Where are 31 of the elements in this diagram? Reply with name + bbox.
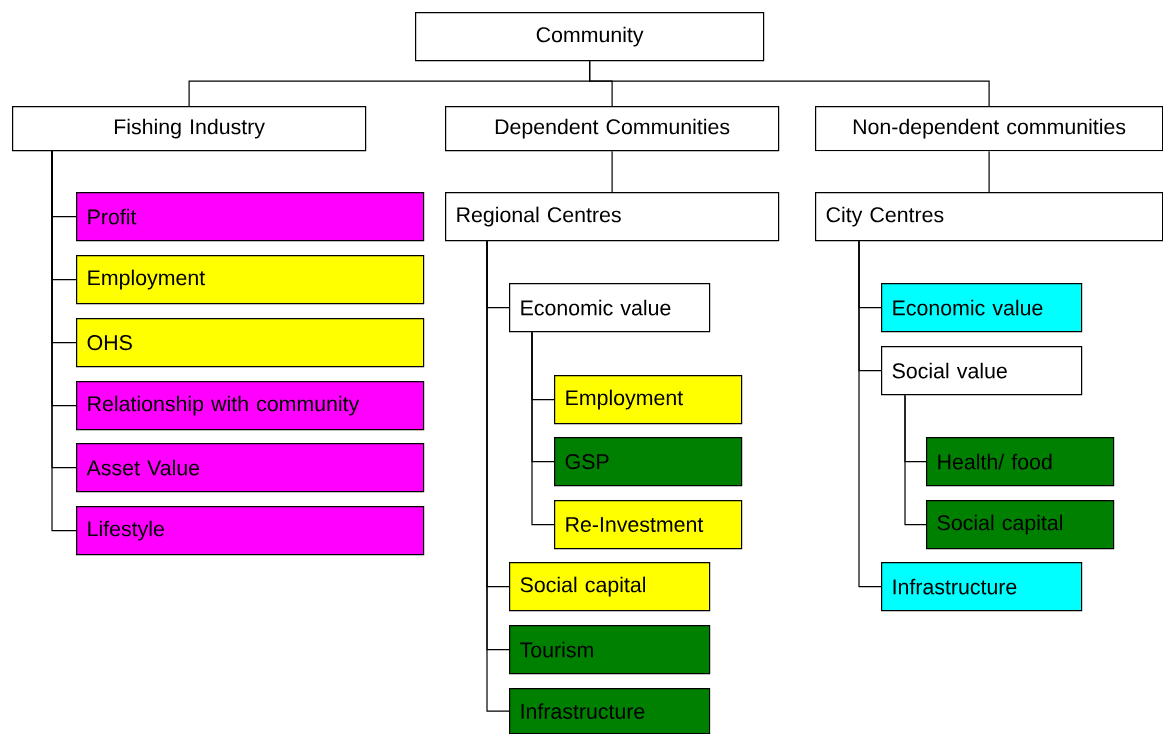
connector-line: [858, 240, 882, 588]
indicator-box: Infrastructure: [509, 688, 711, 734]
category-box: Non-dependent communities: [815, 106, 1163, 152]
indicator-box: Employment: [76, 255, 425, 305]
indicator-box: GSP: [554, 437, 743, 487]
indicator-box: Relationship with community: [76, 381, 425, 431]
connector-line: [589, 60, 990, 107]
category-box: Social value: [881, 346, 1083, 396]
indicator-box: Health/ food: [926, 437, 1115, 487]
indicator-box: Asset Value: [76, 443, 425, 493]
connector-line: [51, 150, 77, 532]
indicator-box: OHS: [76, 318, 425, 368]
connector-line: [531, 331, 555, 526]
indicator-box: Economic value: [881, 283, 1083, 333]
indicator-box: Social capital: [509, 562, 711, 612]
indicator-box: Employment: [554, 375, 743, 425]
category-box: City Centres: [815, 192, 1163, 242]
indicator-box: Profit: [76, 192, 425, 242]
category-box: Community: [415, 12, 765, 62]
category-box: Fishing Industry: [12, 106, 367, 152]
category-box: Economic value: [509, 283, 711, 333]
connector-line: [904, 394, 927, 526]
indicator-box: Social capital: [926, 500, 1115, 550]
indicator-box: Infrastructure: [881, 562, 1083, 612]
connector-line: [611, 150, 613, 193]
indicator-box: Tourism: [509, 625, 711, 675]
indicator-box: Lifestyle: [76, 506, 425, 556]
category-box: Regional Centres: [445, 192, 780, 242]
category-box: Dependent Communities: [445, 106, 780, 152]
indicator-box: Re-Investment: [554, 500, 743, 550]
connector-line: [988, 150, 990, 193]
